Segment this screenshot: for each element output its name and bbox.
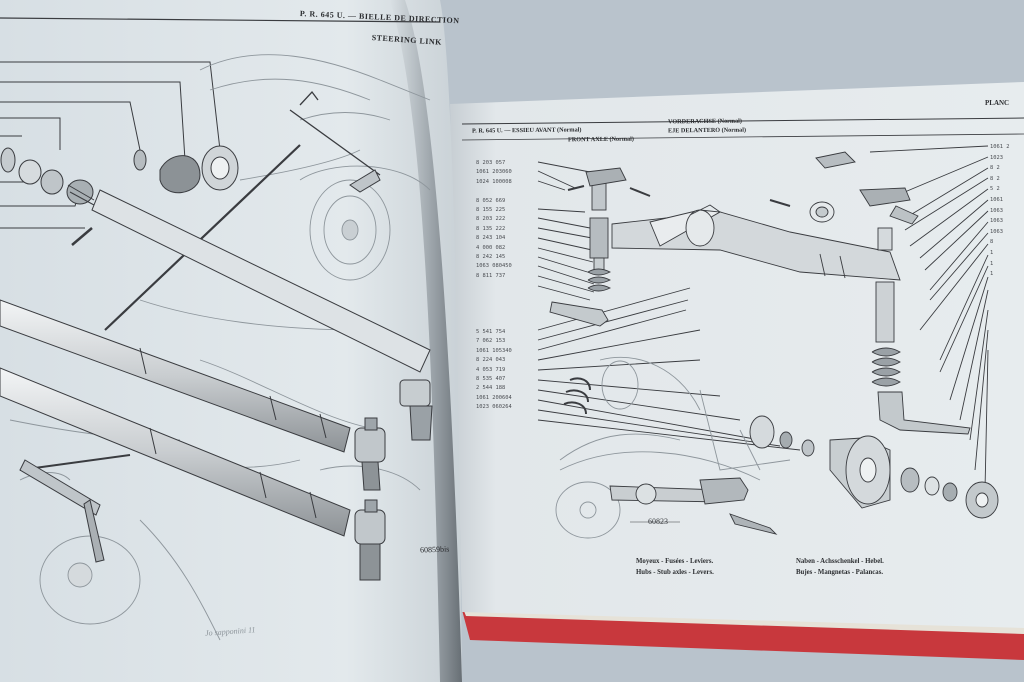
part-number: 1: [990, 271, 994, 278]
right-header-code-text: P. R. 645 U.: [471, 127, 503, 135]
part-number: 8 242 145: [476, 253, 506, 260]
part-number: 1023 060264: [476, 404, 512, 411]
part-number: 4 053 719: [476, 366, 506, 373]
right-header-fr: — ESSIEU AVANT (Normal): [504, 126, 582, 135]
part-number: 1063: [990, 228, 1003, 235]
part-number: 1061 2: [990, 144, 1010, 150]
legend-right-line: Naben - Achsschenkel - Hebel.: [796, 558, 884, 565]
part-number: 5 2: [990, 186, 1000, 193]
right-header-en: FRONT AXLE (Normal): [567, 135, 634, 144]
part-number: 1: [990, 260, 994, 267]
part-number-list: 8 203 057 1061 203060 1024 100008 8 052 …: [476, 159, 536, 413]
part-number: [476, 187, 536, 196]
part-number: 1063: [990, 207, 1003, 214]
legend-left-line: Moyeux - Fusées - Leviers.: [636, 558, 714, 565]
part-number: [476, 281, 536, 290]
part-number: 8 2: [990, 165, 1000, 172]
plate-label: PLANC: [985, 99, 1010, 107]
part-number: 8 811 737: [476, 272, 506, 279]
part-number: 8 203 222: [476, 216, 506, 223]
legend-left-line: Hubs - Stub axles - Levers.: [636, 569, 714, 576]
right-header-es: EJE DELANTERO (Normal): [667, 126, 747, 135]
part-number: 1061 203060: [476, 169, 512, 176]
part-number: 1: [990, 249, 994, 256]
front-axle-drawing: [537, 145, 999, 539]
legend-right: Naben - Achsschenkel - Hebel. Bujes - Ma…: [796, 557, 884, 579]
steering-link-drawing: [0, 54, 433, 641]
legend-left: Moyeux - Fusées - Leviers. Hubs - Stub a…: [636, 557, 714, 579]
book-cover-edge: [462, 610, 1024, 660]
part-number: 7 062 153: [476, 338, 506, 345]
part-number: 8 224 043: [476, 357, 506, 364]
part-number: 8: [990, 239, 994, 246]
part-number: [476, 290, 536, 299]
part-number: 8 203 057: [476, 160, 506, 166]
part-number: [476, 300, 536, 309]
part-number: 8 2: [990, 175, 1000, 182]
part-number: 1063 080450: [476, 263, 512, 270]
part-number: 2 544 188: [476, 385, 506, 392]
part-number: 1024 100008: [476, 178, 512, 185]
left-figure-number: 60859bis: [419, 544, 450, 555]
part-number: 1061: [990, 196, 1003, 203]
part-number: [476, 319, 536, 328]
part-number: 1063: [990, 218, 1003, 225]
legend-right-line: Bujes - Mangnetas - Palancas.: [796, 569, 884, 576]
part-number: 8 052 669: [476, 197, 506, 204]
right-figure-number: 60823: [648, 517, 668, 526]
part-number: 8 135 222: [476, 225, 506, 232]
part-number: [476, 309, 536, 318]
right-page: [450, 82, 1024, 628]
part-number: 1061 105340: [476, 347, 512, 354]
part-number: 8 535 407: [476, 375, 506, 382]
part-number: 4 000 082: [476, 244, 506, 251]
right-part-number-list: 1061 2 1023 8 2 8 2 5 2 1061 1063 1063 1…: [990, 142, 1024, 280]
part-number: 8 243 104: [476, 235, 506, 242]
part-number: 1023: [990, 154, 1003, 161]
right-header-code: P. R. 645 U. — ESSIEU AVANT (Normal): [471, 126, 582, 135]
part-number: 8 155 225: [476, 206, 506, 213]
part-number: 5 541 754: [476, 329, 506, 336]
right-header-de: VORDERACHSE (Normal): [667, 117, 742, 126]
part-number: 1061 200604: [476, 394, 512, 401]
